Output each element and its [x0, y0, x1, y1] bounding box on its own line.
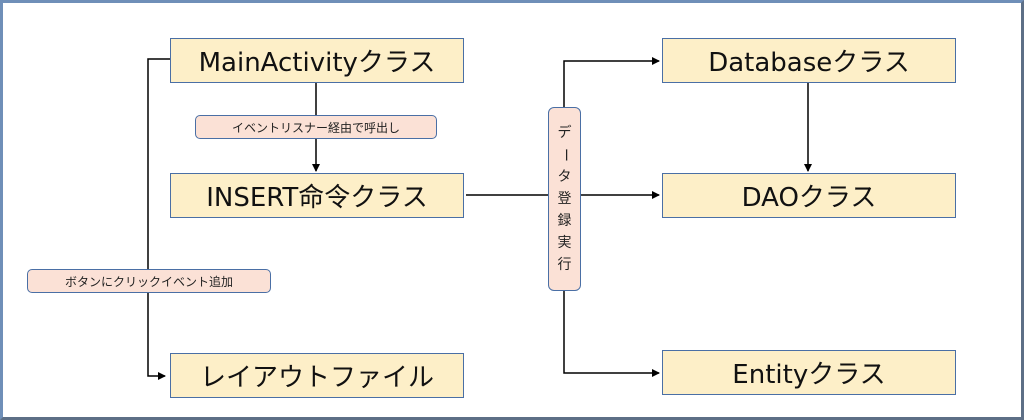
data-register-char: 実 — [557, 235, 572, 251]
main-activity-box: MainActivityクラス — [170, 38, 464, 83]
dao-label: DAOクラス — [741, 183, 877, 213]
layout-file-box: レイアウトファイル — [170, 353, 464, 398]
entity-label: Entityクラス — [732, 360, 886, 390]
event-listener-text: イベントリスナー経由で呼出し — [231, 120, 400, 135]
database-box: Databaseクラス — [662, 38, 956, 83]
register-to-entity-arrow — [563, 290, 660, 377]
data-register-char: タ — [557, 169, 572, 185]
database-label: Databaseクラス — [708, 48, 910, 78]
data-register-char: デ — [557, 125, 572, 141]
layout-file-label: レイアウトファイル — [199, 363, 434, 393]
data-register-char: 登 — [557, 191, 572, 207]
dao-box: DAOクラス — [662, 173, 956, 218]
main-to-layout-connector — [147, 58, 170, 380]
data-register-char: 行 — [557, 257, 572, 273]
click-event-text: ボタンにクリックイベント追加 — [64, 274, 233, 289]
data-register-char: 録 — [557, 213, 572, 229]
insert-command-label: INSERT命令クラス — [206, 183, 428, 213]
register-to-database-arrow — [563, 57, 660, 107]
main-activity-label: MainActivityクラス — [198, 48, 436, 78]
connector-lines — [147, 57, 812, 380]
event-listener-label: イベントリスナー経由で呼出し — [195, 115, 437, 139]
data-register-char: ー — [556, 148, 573, 162]
insert-command-box: INSERT命令クラス — [170, 173, 464, 218]
click-event-label: ボタンにクリックイベント追加 — [27, 269, 271, 293]
entity-box: Entityクラス — [662, 350, 956, 395]
data-register-label: デ ー タ 登 録 実 行 — [548, 107, 581, 291]
